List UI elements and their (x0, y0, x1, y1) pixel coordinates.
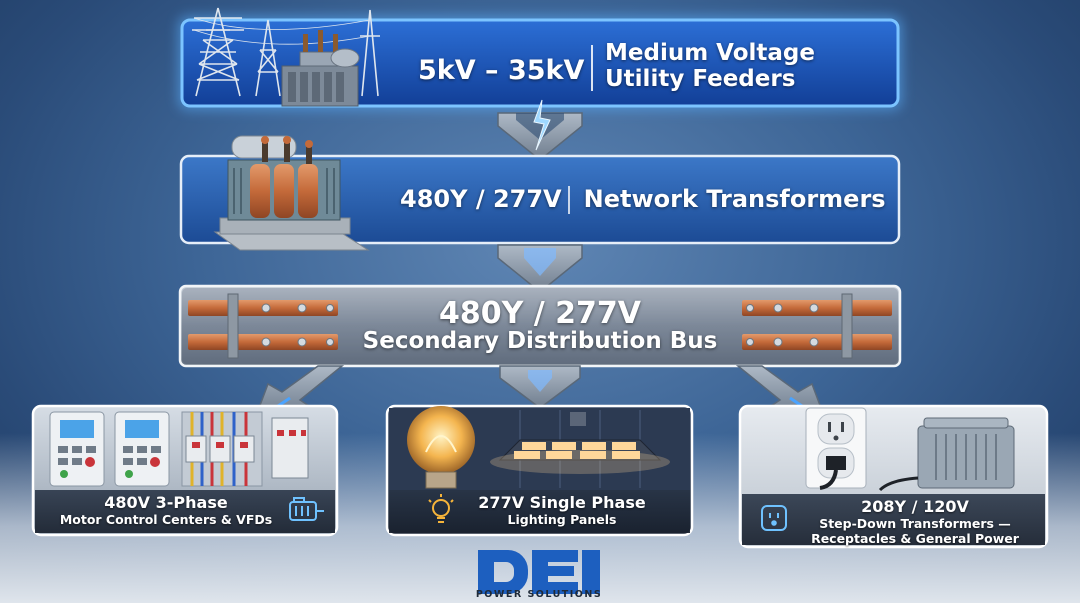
stage3-voltage: 480Y / 277V (438, 296, 642, 331)
branch-receptacle-desc1: Step-Down Transformers — (819, 516, 1011, 531)
branch-label-lighting: 277V Single Phase Lighting Panels (455, 493, 669, 528)
lightning-icon (533, 99, 551, 151)
branch-panel-lighting (385, 404, 694, 537)
branch-motor-desc: Motor Control Centers & VFDs (59, 512, 273, 527)
stage3-title: Secondary Distribution Bus (362, 328, 718, 354)
logo-tagline: POWER SOLUTIONS (475, 589, 603, 600)
branch-receptacle-desc2: Receptacles & General Power (811, 531, 1019, 546)
branch-arrow-right (735, 365, 826, 417)
branch-label-receptacle: 208Y / 120V Step-Down Transformers — Rec… (790, 497, 1040, 547)
substation-transformer-icon (281, 30, 360, 107)
transformer-icon (213, 135, 370, 251)
dei-logo (478, 550, 600, 594)
step-down-transformer-icon (878, 417, 1015, 492)
stage2-label: 480Y / 277V Network Transformers (400, 185, 886, 213)
branch-lighting-voltage: 277V Single Phase (478, 493, 646, 512)
motor-icon (289, 497, 324, 521)
branch-label-motor: 480V 3-Phase Motor Control Centers & VFD… (35, 493, 297, 528)
bulb-outline-icon (428, 494, 454, 523)
wall-outlet-icon (805, 407, 867, 490)
branch-panel-receptacle (738, 404, 1049, 549)
stage1-voltage: 5kV – 35kV (418, 55, 585, 86)
branch-motor-voltage: 480V 3-Phase (104, 493, 228, 512)
outlet-icon (761, 505, 787, 531)
branch-receptacle-voltage: 208Y / 120V (861, 497, 969, 516)
stage2-voltage: 480Y / 277V (400, 185, 562, 213)
stage1-divider (591, 45, 593, 91)
stage2-title: Network Transformers (583, 185, 886, 213)
copper-busbar-icon (188, 293, 892, 359)
branch-panel-motor (31, 404, 339, 537)
stage2-divider (568, 186, 570, 214)
light-bulb-icon (407, 406, 475, 489)
branch-lighting-desc: Lighting Panels (507, 512, 617, 527)
stage2-box (179, 154, 901, 245)
transmission-tower-icon (192, 7, 380, 97)
high-bay-light-icon (490, 412, 670, 474)
stage1-title-line2: Utility Feeders (605, 66, 796, 92)
stage1-title: Medium Voltage Utility Feeders (605, 40, 815, 92)
stage1-title-line1: Medium Voltage (605, 40, 815, 66)
